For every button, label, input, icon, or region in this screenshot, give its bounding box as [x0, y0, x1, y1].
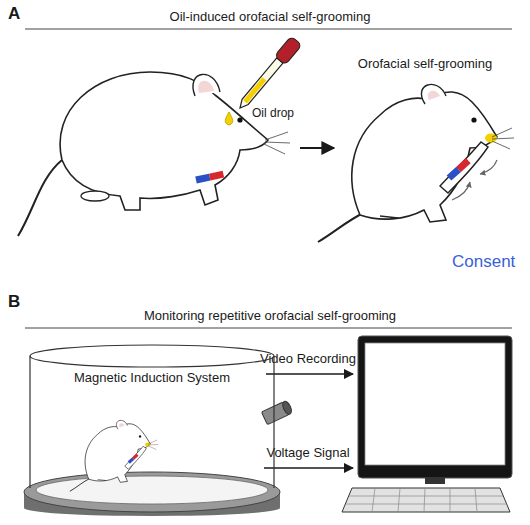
annotation: Oil drop	[252, 106, 294, 120]
video-camera	[261, 400, 293, 425]
panel-heading: Monitoring repetitive orofacial self-gro…	[144, 308, 396, 324]
computer-monitor	[425, 478, 445, 484]
computer-monitor	[365, 343, 505, 465]
panel-rule	[25, 328, 512, 329]
panel-letter: A	[8, 4, 20, 24]
oil-drop	[225, 112, 233, 125]
process-arrow	[300, 147, 334, 149]
dropper	[274, 36, 301, 65]
signal-arrow	[266, 373, 353, 375]
mouse-standing	[18, 160, 62, 236]
signal-arrow	[264, 467, 353, 469]
panel-letter: B	[8, 292, 20, 312]
keyboard	[342, 488, 510, 512]
arena-floor	[36, 476, 268, 504]
mouse-in-arena	[70, 420, 158, 491]
video-camera	[281, 400, 293, 416]
cylinder-rim	[30, 345, 274, 367]
mouse-standing	[237, 117, 242, 122]
cylinder-base	[24, 472, 280, 512]
mouse-standing	[18, 72, 290, 236]
mouse-standing	[81, 191, 109, 201]
panel-rule	[25, 29, 512, 30]
watermark: Consent	[452, 252, 515, 272]
signal-label: Voltage Signal	[266, 445, 349, 461]
mouse-standing	[193, 74, 220, 96]
dropper	[237, 58, 283, 111]
node-outline	[22, 340, 282, 518]
mouse-standing	[209, 171, 224, 181]
dropper	[235, 36, 302, 112]
mouse-standing	[60, 72, 268, 210]
dropper	[243, 77, 266, 103]
keyboard	[346, 488, 507, 512]
mouse-standing	[195, 174, 210, 184]
motion-marks	[452, 182, 470, 200]
panel-heading: Oil-induced orofacial self-grooming	[170, 9, 371, 25]
node-label: Magnetic Induction System	[22, 340, 282, 386]
mouse-standing	[264, 132, 290, 154]
computer-monitor	[358, 336, 512, 478]
mouse-grooming	[318, 84, 514, 242]
mouse-standing	[198, 81, 214, 93]
annotation: Orofacial self-grooming	[358, 56, 492, 72]
motion-marks	[452, 160, 497, 200]
induction-cylinder: Magnetic Induction System	[22, 340, 282, 518]
mouse-standing	[195, 171, 224, 184]
keyboard	[342, 488, 510, 512]
motion-marks	[480, 160, 497, 174]
computer-monitor	[358, 336, 512, 484]
